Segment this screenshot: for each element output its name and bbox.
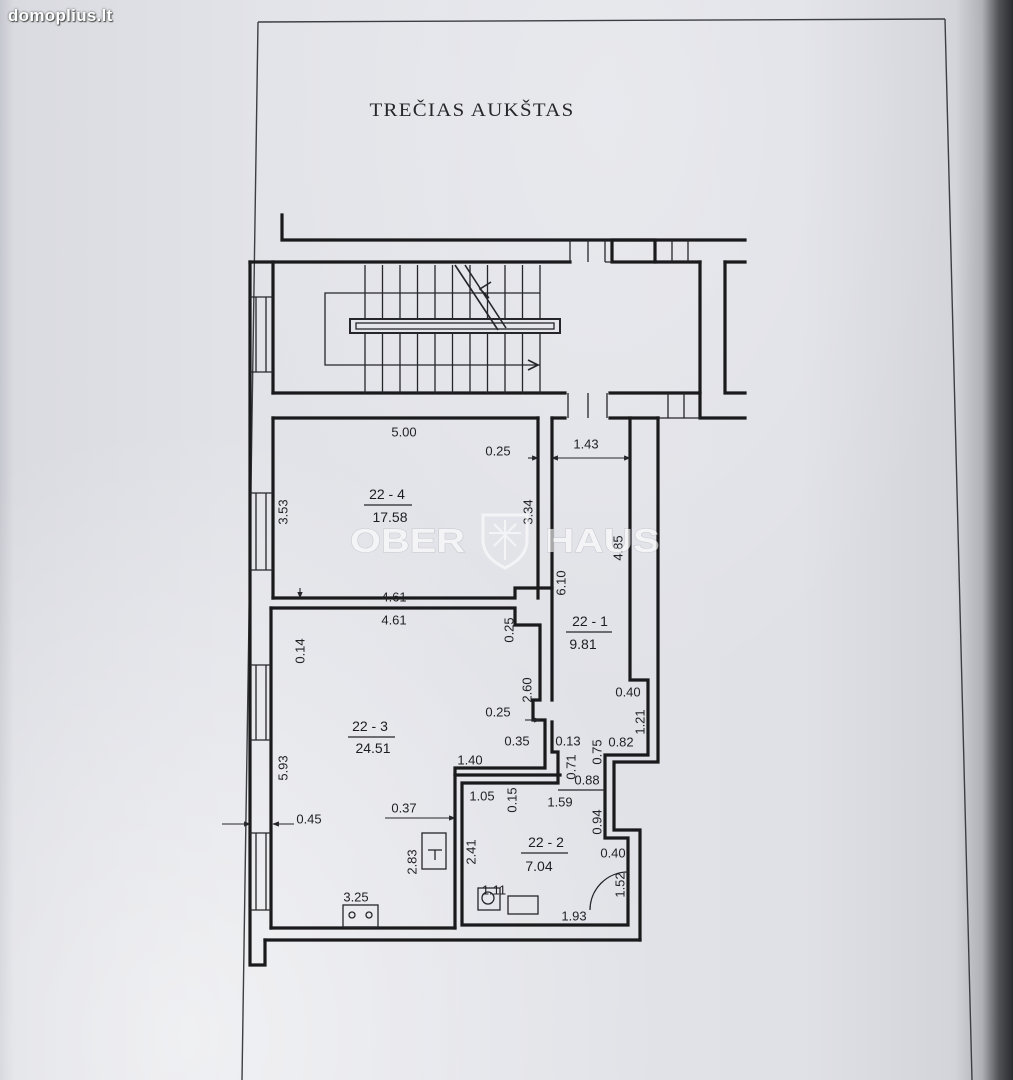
washbasin-icon bbox=[507, 895, 539, 915]
dimension-label: 2.41 bbox=[464, 839, 479, 864]
dimension-label: 1.11 bbox=[482, 883, 506, 898]
stair-outline bbox=[324, 292, 540, 366]
room-22-4-number: 22 - 4 bbox=[369, 486, 405, 502]
dimension-label: 4.61 bbox=[381, 590, 406, 605]
dimension-label: 0.25 bbox=[502, 617, 517, 642]
dimension-label: 4.61 bbox=[381, 613, 406, 628]
corridor-right-outer-wall bbox=[612, 416, 660, 942]
room-22-3-area: 24.51 bbox=[355, 740, 390, 756]
room-22-4-depth-label: 3.53 bbox=[276, 499, 291, 524]
walls bbox=[248, 213, 747, 967]
toilet-bowl-icon bbox=[481, 891, 495, 905]
stove-mark bbox=[428, 849, 442, 860]
stairwell-right-pier bbox=[698, 260, 747, 420]
sink-bowl-icon bbox=[348, 911, 356, 919]
floor-title: TREČIAS AUKŠTAS bbox=[370, 99, 575, 121]
dimension-label: 0.35 bbox=[504, 734, 529, 749]
dimension-label: 0.15 bbox=[505, 787, 520, 812]
sink-bowl-icon bbox=[365, 911, 373, 919]
sheet-frame-right bbox=[944, 18, 973, 1080]
dimension-label: 2.60 bbox=[520, 677, 535, 702]
room-22-4-22-3-partition bbox=[269, 586, 554, 930]
room-22-3-depth-label: 5.93 bbox=[276, 755, 291, 780]
door-swing-icon bbox=[589, 871, 629, 911]
room-labels: 22 - 4 17.58 22 - 1 9.81 22 - 3 24.51 22… bbox=[348, 486, 612, 874]
dimension-lines bbox=[222, 455, 631, 827]
dimension-label: 0.40 bbox=[615, 685, 640, 700]
dimension-label: 1.05 bbox=[469, 789, 494, 804]
dimension-label: 0.25 bbox=[485, 705, 510, 720]
room-22-2-area: 7.04 bbox=[525, 858, 552, 874]
dimension-label: 0.13 bbox=[555, 734, 580, 749]
dimension-label: 3.25 bbox=[343, 890, 368, 905]
toilet-icon bbox=[477, 887, 501, 911]
room-22-1-area: 9.81 bbox=[569, 636, 596, 652]
site-watermark-logo: domoplius.lt bbox=[8, 6, 113, 25]
sheet-frame-top bbox=[257, 18, 946, 23]
dimension-label: 0.71 bbox=[564, 754, 579, 779]
stair-direction-arrow-up bbox=[454, 264, 507, 331]
left-inner-wall bbox=[269, 260, 275, 930]
dimension-label: 1.52 bbox=[613, 872, 628, 897]
dimension-label: 0.88 bbox=[574, 773, 599, 788]
room-22-3-bottom-wall bbox=[263, 926, 642, 942]
stove-icon bbox=[421, 832, 447, 870]
watermark-text-left: OBER bbox=[350, 522, 465, 559]
room-22-4-width-label: 5.00 bbox=[391, 425, 416, 440]
stair-direction-arrow-down bbox=[527, 359, 540, 371]
dimension-label: 2.83 bbox=[405, 849, 420, 874]
dimension-label: 0.82 bbox=[608, 735, 633, 750]
dimension-label: 3.34 bbox=[521, 499, 536, 524]
stairwell-door-lines bbox=[567, 393, 700, 419]
top-window-frame bbox=[610, 238, 657, 264]
fixtures bbox=[342, 832, 629, 928]
stair-landing-inner bbox=[355, 322, 555, 330]
room-22-3-number: 22 - 3 bbox=[352, 718, 388, 734]
left-outer-wall bbox=[248, 260, 267, 967]
staircase bbox=[324, 264, 561, 393]
dimension-labels: 5.00 0.25 1.43 4.61 4.61 0.25 0.35 0.13 … bbox=[276, 425, 648, 924]
corridor-left-wall bbox=[550, 416, 560, 785]
oberhaus-watermark: OBER HAUS bbox=[350, 513, 661, 570]
stair-steps-lower bbox=[364, 333, 541, 393]
dimension-label: 1.40 bbox=[457, 753, 482, 768]
top-window-lines bbox=[569, 240, 689, 263]
wall-thickness-label: 0.45 bbox=[296, 812, 321, 827]
dimension-label: 0.25 bbox=[485, 444, 510, 459]
dimension-label: 1.59 bbox=[547, 795, 572, 810]
room-22-1-number: 22 - 1 bbox=[572, 613, 608, 629]
corridor-width-label: 1.43 bbox=[573, 437, 598, 452]
shield-pattern-icon bbox=[489, 520, 521, 560]
kitchen-sink-icon bbox=[342, 904, 379, 928]
stair-steps-upper bbox=[364, 265, 541, 319]
room-22-4-area: 17.58 bbox=[372, 509, 407, 525]
corridor-right-inner-wall bbox=[460, 416, 650, 927]
dimension-label: 0.94 bbox=[590, 809, 605, 834]
watermark-text-right: HAUS bbox=[545, 522, 660, 559]
left-windows bbox=[250, 296, 273, 911]
dimension-label: 0.37 bbox=[391, 801, 416, 816]
stair-landing-outer bbox=[349, 318, 561, 334]
dimension-label: 1.93 bbox=[561, 909, 586, 924]
stairwell-top-outer-wall bbox=[280, 213, 747, 242]
dimension-label: 0.75 bbox=[590, 739, 605, 764]
stairwell-bottom-wall bbox=[271, 391, 702, 420]
dimension-label: 0.40 bbox=[600, 846, 625, 861]
shield-logo-icon bbox=[481, 513, 529, 570]
corridor-length-label: 6.10 bbox=[554, 570, 569, 595]
dimension-label: 4.85 bbox=[611, 535, 626, 560]
room-22-2-number: 22 - 2 bbox=[528, 834, 564, 850]
dimension-label: 1.21 bbox=[633, 709, 648, 734]
dimension-label: 0.14 bbox=[293, 638, 308, 663]
